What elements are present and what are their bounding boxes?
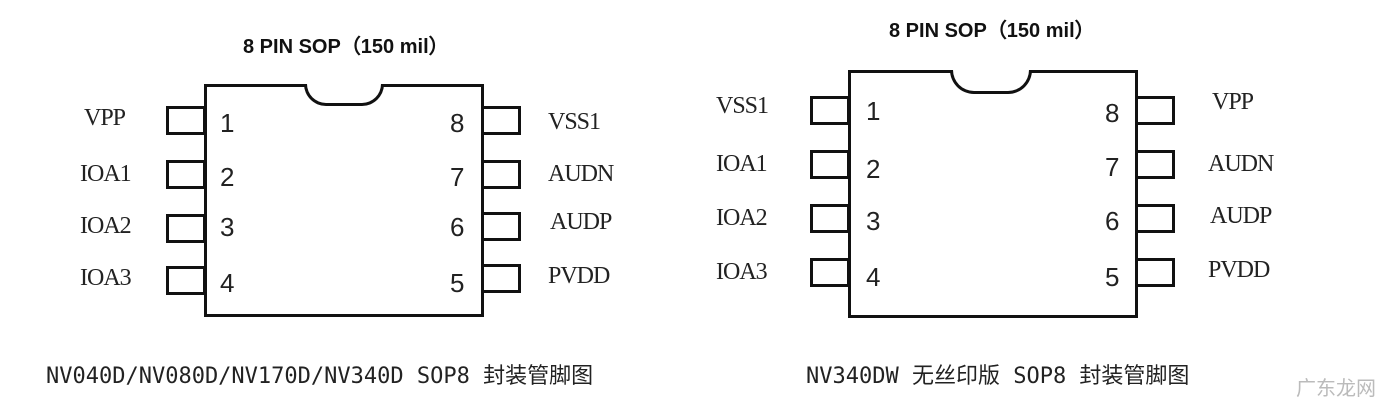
pin-lead-2 xyxy=(810,150,850,179)
diagram-caption: NV340DW 无丝印版 SOP8 封装管脚图 xyxy=(806,364,1190,389)
pin-label: VSS1 xyxy=(548,109,601,135)
pin-lead-8 xyxy=(1135,96,1175,125)
watermark: 广东龙网 xyxy=(1296,376,1376,400)
pin-lead-6 xyxy=(481,212,521,241)
pin-lead-1 xyxy=(166,106,206,135)
pin-lead-4 xyxy=(166,266,206,295)
pin-label: IOA2 xyxy=(80,213,132,239)
chip-notch xyxy=(304,84,384,106)
chip-body xyxy=(848,70,1138,318)
pin-number: 3 xyxy=(220,212,235,242)
pin-number: 1 xyxy=(866,96,881,126)
diagram-title: 8 PIN SOP（150 mil） xyxy=(889,20,1095,42)
pin-label: IOA1 xyxy=(80,161,132,187)
pin-lead-1 xyxy=(810,96,850,125)
pin-lead-8 xyxy=(481,106,521,135)
pin-label: VPP xyxy=(1212,89,1254,115)
pin-label: PVDD xyxy=(1208,257,1270,283)
pin-lead-5 xyxy=(481,264,521,293)
pin-label: IOA1 xyxy=(716,151,768,177)
chip-body xyxy=(204,84,484,317)
pin-number: 6 xyxy=(450,212,465,242)
pin-number: 5 xyxy=(450,268,465,298)
pin-lead-6 xyxy=(1135,204,1175,233)
pin-label: AUDN xyxy=(1208,151,1274,177)
pin-lead-4 xyxy=(810,258,850,287)
pin-number: 4 xyxy=(220,268,235,298)
pin-number: 2 xyxy=(866,154,881,184)
pin-number: 8 xyxy=(1105,98,1120,128)
pin-label: VPP xyxy=(84,105,126,131)
pin-label: IOA2 xyxy=(716,205,768,231)
pin-number: 4 xyxy=(866,262,881,292)
pin-number: 3 xyxy=(866,206,881,236)
pin-number: 2 xyxy=(220,162,235,192)
pin-label: VSS1 xyxy=(716,93,769,119)
pin-lead-2 xyxy=(166,160,206,189)
pin-label: IOA3 xyxy=(80,265,132,291)
pin-number: 5 xyxy=(1105,262,1120,292)
diagram-caption: NV040D/NV080D/NV170D/NV340D SOP8 封装管脚图 xyxy=(46,364,594,389)
pin-number: 8 xyxy=(450,108,465,138)
pin-label: IOA3 xyxy=(716,259,768,285)
pin-number: 1 xyxy=(220,108,235,138)
pin-label: PVDD xyxy=(548,263,610,289)
pin-number: 7 xyxy=(1105,152,1120,182)
pin-label: AUDP xyxy=(550,209,612,235)
pin-number: 7 xyxy=(450,162,465,192)
pin-lead-7 xyxy=(1135,150,1175,179)
diagram-title: 8 PIN SOP（150 mil） xyxy=(243,36,449,58)
pin-lead-3 xyxy=(166,214,206,243)
pin-number: 6 xyxy=(1105,206,1120,236)
pin-label: AUDP xyxy=(1210,203,1272,229)
pin-lead-7 xyxy=(481,160,521,189)
pin-label: AUDN xyxy=(548,161,614,187)
chip-notch xyxy=(950,70,1032,94)
pin-lead-3 xyxy=(810,204,850,233)
pin-lead-5 xyxy=(1135,258,1175,287)
